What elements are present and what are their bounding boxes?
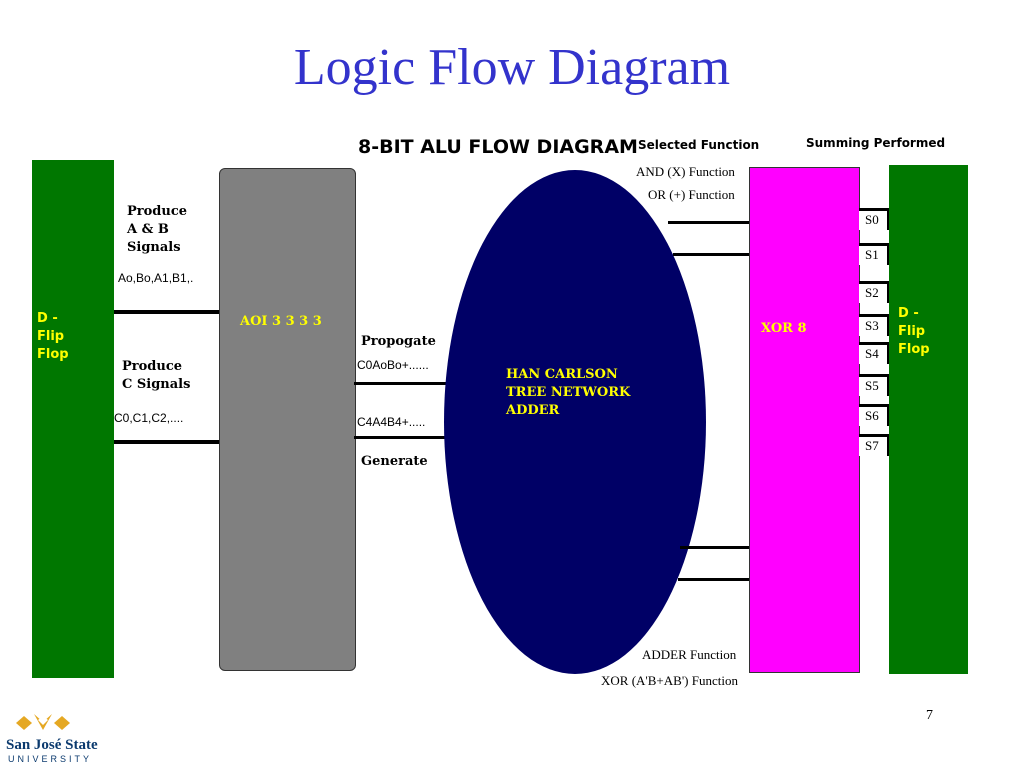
slide-title: Logic Flow Diagram xyxy=(293,39,731,96)
c-signal-values: C0,C1,C2,.... xyxy=(114,411,184,425)
diagram-title: 8-BIT ALU FLOW DIAGRAM xyxy=(358,136,638,158)
sum-output-s4: S4 xyxy=(859,342,889,364)
xor-block xyxy=(749,167,860,673)
sum-output-s1: S1 xyxy=(859,243,889,265)
sum-output-s6: S6 xyxy=(859,404,889,426)
produce-c-signals-label: Produce C Signals xyxy=(122,359,191,392)
generate-label: Generate xyxy=(361,454,428,469)
aoi-block xyxy=(219,168,356,671)
logo-subtitle: UNIVERSITY xyxy=(8,754,93,764)
page-number: 7 xyxy=(926,708,933,723)
sum-output-s7: S7 xyxy=(859,434,889,456)
han-carlson-adder xyxy=(444,170,706,674)
ab-signal-line xyxy=(114,310,220,314)
generate-line xyxy=(354,436,446,439)
propagate-label: Propogate xyxy=(361,334,436,349)
adder-function-line xyxy=(680,546,750,549)
sum-output-s3: S3 xyxy=(859,314,889,336)
or-function-line xyxy=(673,253,750,256)
xor-label: XOR 8 xyxy=(761,321,807,336)
adder-function-label: ADDER Function xyxy=(642,647,737,662)
propagate-values: C0AoBo+...... xyxy=(357,358,429,372)
sum-output-s0: S0 xyxy=(859,208,889,230)
sjsu-logo-icon xyxy=(8,712,78,741)
sum-output-s2: S2 xyxy=(859,281,889,303)
produce-ab-signals-label: Produce A & B Signals xyxy=(127,204,188,255)
and-function-label: AND (X) Function xyxy=(636,164,735,179)
c-signal-line xyxy=(114,440,220,444)
or-function-label: OR (+) Function xyxy=(648,187,735,202)
xor-function-line xyxy=(678,578,750,581)
ab-signal-values: Ao,Bo,A1,B1,. xyxy=(118,271,194,285)
and-function-line xyxy=(668,221,750,224)
xor-function-label: XOR (A'B+AB') Function xyxy=(601,673,738,688)
summing-performed-header: Summing Performed xyxy=(806,136,946,150)
aoi-label: AOI 3 3 3 3 xyxy=(240,314,322,329)
d-flip-flop-right-label: D - Flip Flop xyxy=(898,306,930,357)
propagate-line xyxy=(354,382,446,385)
d-flip-flop-right xyxy=(889,165,968,674)
generate-values: C4A4B4+..... xyxy=(357,415,426,429)
d-flip-flop-left-label: D - Flip Flop xyxy=(37,311,69,362)
adder-label: HAN CARLSON TREE NETWORK ADDER xyxy=(506,367,631,418)
sum-output-s5: S5 xyxy=(859,374,889,396)
logo-name: San José State xyxy=(6,737,98,753)
d-flip-flop-left xyxy=(32,160,114,678)
selected-function-header: Selected Function xyxy=(638,138,760,152)
